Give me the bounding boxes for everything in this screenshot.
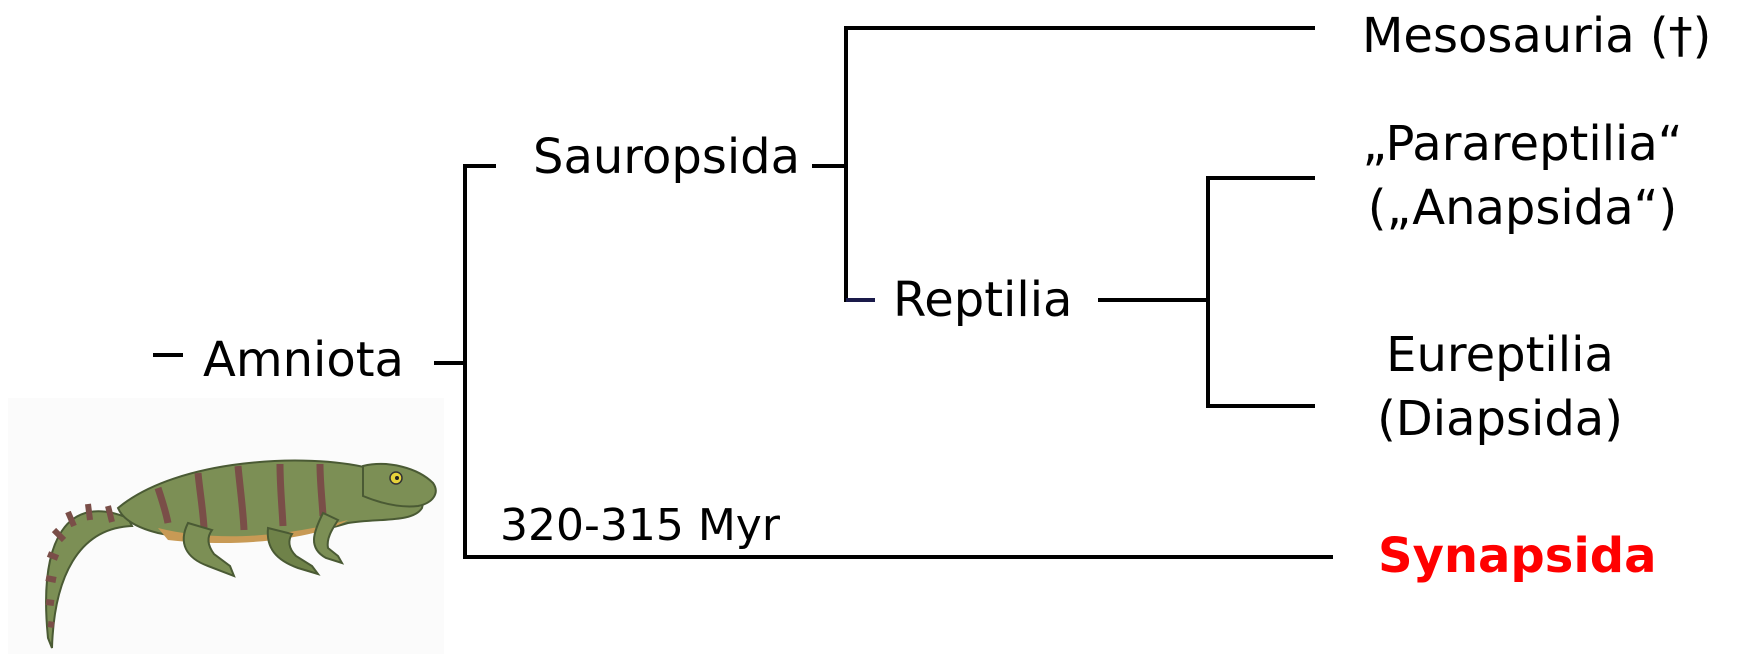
parareptilia-label-line2: („Anapsida“)	[1367, 180, 1678, 236]
eureptilia-label-line2: (Diapsida)	[1377, 391, 1623, 447]
amniota-label: Amniota	[203, 332, 404, 388]
parareptilia-label-line1: „Parareptilia“	[1362, 116, 1683, 172]
reptile-tail	[45, 510, 134, 649]
reptile-head	[362, 462, 437, 508]
divergence-time-label: 320-315 Myr	[500, 500, 780, 551]
eureptilia-label-line1: Eureptilia	[1386, 327, 1614, 383]
parareptilia-label: „Parareptilia“ („Anapsida“)	[1350, 112, 1695, 240]
tail-stripes	[45, 503, 115, 628]
reptile-front-leg	[313, 511, 345, 565]
mesosauria-label: Mesosauria (†)	[1362, 8, 1712, 64]
body-stripes	[154, 463, 327, 531]
synapsida-label: Synapsida	[1378, 528, 1657, 584]
reptile-drawing	[45, 459, 437, 649]
amniote-illustration	[8, 398, 444, 654]
reptile-back-leg	[182, 521, 236, 578]
reptilia-label: Reptilia	[893, 272, 1073, 328]
eureptilia-label: Eureptilia (Diapsida)	[1350, 323, 1650, 451]
reptile-pupil	[395, 476, 399, 480]
sauropsida-label: Sauropsida	[533, 129, 801, 185]
reptile-far-leg	[266, 526, 321, 576]
